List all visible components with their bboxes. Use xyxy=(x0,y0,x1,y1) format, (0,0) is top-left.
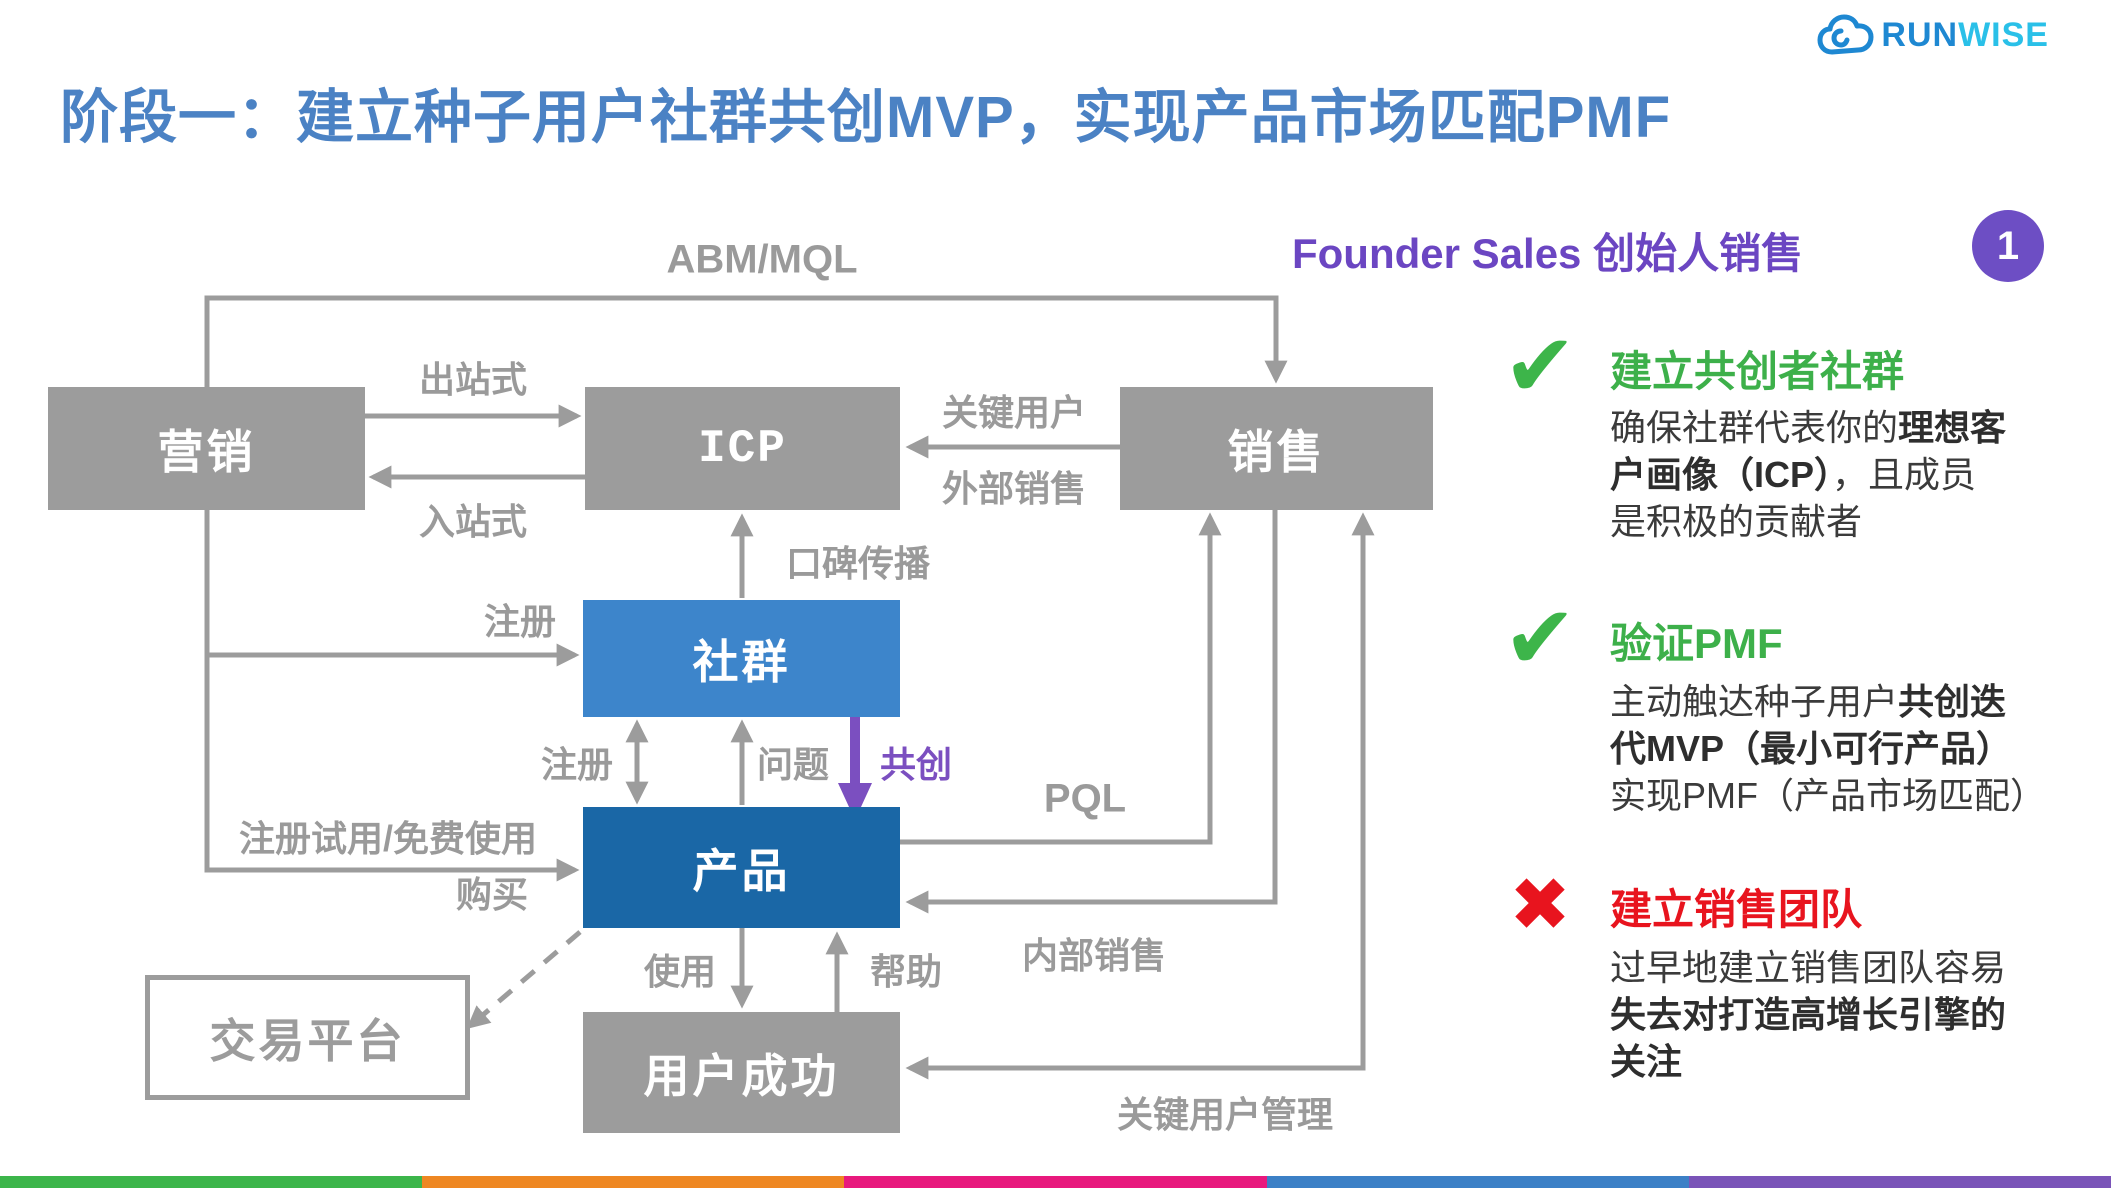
box-community: 社群 xyxy=(583,600,900,717)
label-key-users: 关键用户 xyxy=(941,392,1087,433)
item1-body-line: 确保社群代表你的理想客 xyxy=(1610,407,2007,448)
item3-heading: 建立销售团队 xyxy=(1610,886,1863,933)
cloud-icon xyxy=(1817,14,1874,55)
label-pql: PQL xyxy=(1043,776,1127,821)
item3-body-line: 关注 xyxy=(1610,1041,1683,1082)
edge-inside-sales xyxy=(905,510,1278,914)
item1-body-line: 户画像（ICP），且成员 xyxy=(1610,454,1977,495)
box-customer-success: 用户成功 xyxy=(583,1012,900,1133)
label-key-account-mgmt: 关键用户管理 xyxy=(1116,1094,1334,1135)
box-marketing: 营销 xyxy=(48,387,365,510)
edge-buy-dashed xyxy=(466,930,582,1029)
stripe-segment-blue xyxy=(1266,1176,1689,1188)
edge-cocreate-arrow xyxy=(838,717,872,820)
box-trade-platform: 交易平台 xyxy=(145,975,470,1100)
label-register-product: 注册 xyxy=(540,744,614,785)
label-inbound: 入站式 xyxy=(418,501,528,542)
box-sales: 销售 xyxy=(1120,387,1433,510)
stripe-segment-magenta xyxy=(844,1176,1267,1188)
label-buy: 购买 xyxy=(455,874,529,915)
item3-body: 过早地建立销售团队容易 失去对打造高增长引擎的 关注 xyxy=(1610,944,2111,1085)
cross-icon: ✖ xyxy=(1508,863,1571,946)
check-icon: ✔ xyxy=(1503,588,1577,687)
label-trial: 注册试用/免费使用 xyxy=(238,818,538,859)
edge-abm-mql xyxy=(204,295,1288,387)
label-questions: 问题 xyxy=(756,744,830,785)
logo-text-run: RUN xyxy=(1881,15,1959,54)
item2-body-line: 代MVP（最小可行产品） xyxy=(1610,728,2013,769)
label-use: 使用 xyxy=(643,951,717,992)
label-word-of-mouth: 口碑传播 xyxy=(785,543,931,584)
label-outbound: 出站式 xyxy=(418,359,528,400)
item1-heading: 建立共创者社群 xyxy=(1610,348,1905,395)
page-title: 阶段一：建立种子用户社群共创MVP，实现产品市场匹配PMF xyxy=(60,85,1672,150)
logo-text-wise: WISE xyxy=(1958,15,2049,54)
label-register-community: 注册 xyxy=(483,601,557,642)
label-cocreate: 共创 xyxy=(879,744,953,785)
item2-body: 主动触达种子用户共创迭 代MVP（最小可行产品） 实现PMF（产品市场匹配） xyxy=(1610,678,2111,819)
label-help: 帮助 xyxy=(869,951,943,992)
check-icon: ✔ xyxy=(1503,316,1577,415)
item2-body-line: 实现PMF（产品市场匹配） xyxy=(1610,775,2046,816)
edge-key-account-mgmt xyxy=(905,512,1375,1080)
item3-body-line: 过早地建立销售团队容易 xyxy=(1610,947,2007,988)
stripe-segment-green xyxy=(0,1176,423,1188)
item3-body-line: 失去对打造高增长引擎的 xyxy=(1610,994,2007,1035)
bottom-color-stripe xyxy=(0,1176,2111,1188)
label-abm-mql: ABM/MQL xyxy=(666,237,858,282)
item2-body-line: 主动触达种子用户共创迭 xyxy=(1610,681,2007,722)
founder-sales-heading: Founder Sales 创始人销售 xyxy=(1292,230,1804,277)
box-icp: ICP xyxy=(585,387,900,510)
item1-body: 确保社群代表你的理想客 户画像（ICP），且成员 是积极的贡献者 xyxy=(1610,404,2111,545)
runwise-logo: RUNWISE xyxy=(1817,14,2049,56)
stripe-segment-purple xyxy=(1688,1176,2111,1188)
box-product: 产品 xyxy=(583,807,900,928)
label-inside-sales: 内部销售 xyxy=(1021,935,1167,976)
step-badge: 1 xyxy=(1972,210,2044,282)
item1-body-line: 是积极的贡献者 xyxy=(1610,501,1863,542)
stripe-segment-orange xyxy=(422,1176,845,1188)
label-outside-sales: 外部销售 xyxy=(941,468,1087,509)
item2-heading: 验证PMF xyxy=(1610,620,1783,667)
